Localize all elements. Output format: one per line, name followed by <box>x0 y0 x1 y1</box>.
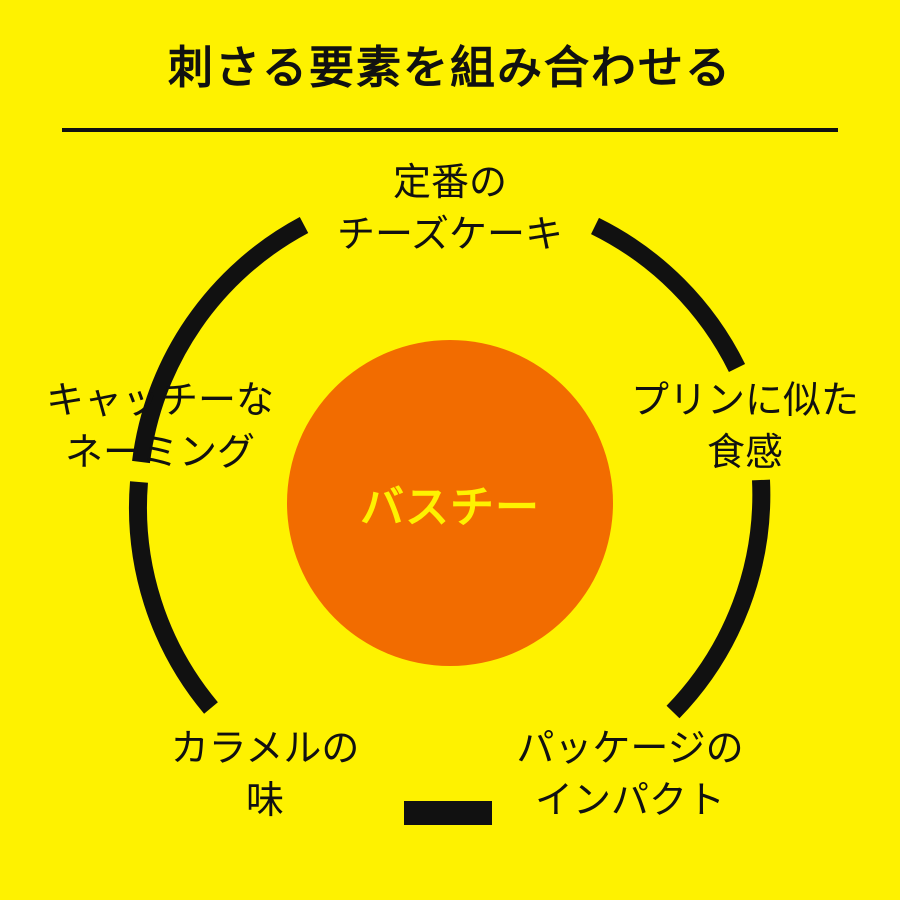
element-line: カラメルの <box>170 726 360 770</box>
center-label: バスチー <box>360 482 540 533</box>
element-line: プリンに似た <box>630 378 859 422</box>
ring-arc-top-right <box>591 217 746 372</box>
title-divider <box>62 128 838 132</box>
element-line: パッケージの <box>516 726 744 770</box>
diagram-title: 刺さる要素を組み合わせる <box>167 41 732 94</box>
element-line: 定番の <box>392 160 507 204</box>
element-line: 食感 <box>706 430 783 474</box>
element-texture: プリンに似た 食感 <box>600 374 890 478</box>
element-caramel: カラメルの 味 <box>140 722 390 826</box>
ring-bottom-segment <box>404 801 492 825</box>
element-line: 味 <box>245 778 284 822</box>
element-cheesecake: 定番の チーズケーキ <box>300 156 600 260</box>
element-line: インパクト <box>534 778 725 822</box>
element-line: ネーミング <box>64 430 255 474</box>
element-line: チーズケーキ <box>336 212 564 256</box>
element-package: パッケージの インパクト <box>480 722 780 826</box>
ring-arc-left <box>128 481 218 714</box>
element-line: キャッチーな <box>45 378 274 422</box>
element-naming: キャッチーな ネーミング <box>20 374 300 478</box>
ring-arc-top-left <box>132 217 309 464</box>
center-circle: バスチー <box>287 340 613 666</box>
ring-arc-right <box>666 479 771 719</box>
